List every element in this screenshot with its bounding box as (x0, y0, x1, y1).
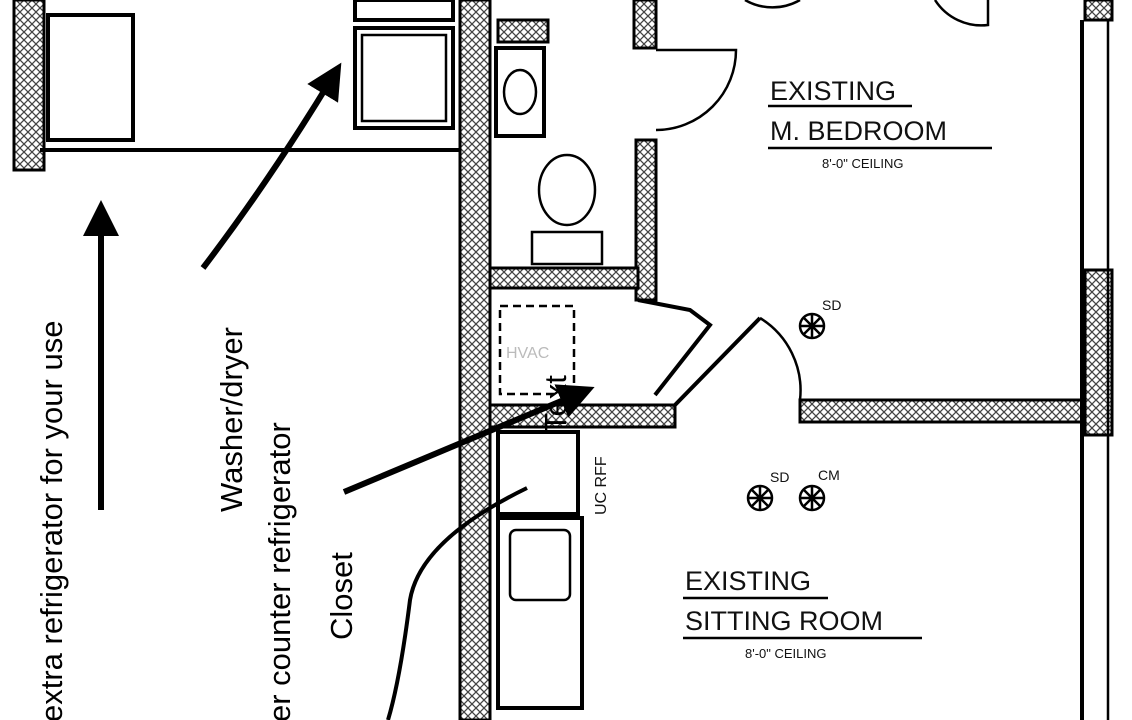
sitting-ceiling-label: 8'-0" CEILING (745, 646, 827, 661)
co-monitor-icon (798, 484, 826, 512)
kitchen-sink (508, 528, 572, 602)
sitting-label-line1: EXISTING (685, 566, 811, 596)
curve-under-counter-fridge (386, 486, 528, 720)
annotation-text: Text (538, 375, 573, 432)
annotation-extra-refrigerator: extra refrigerator for your use (34, 321, 69, 720)
counter (496, 516, 584, 710)
hvac-label: HVAC (506, 345, 549, 362)
bedroom-label-line2: M. BEDROOM (770, 116, 947, 146)
hvac-box (498, 304, 576, 396)
bedroom-ceiling-label: 8'-0" CEILING (822, 156, 904, 171)
appliance-top (353, 0, 455, 22)
sitting-label-line2: SITTING ROOM (685, 606, 883, 636)
smoke-detector-icon (798, 312, 826, 340)
electrical-panel-box (46, 13, 135, 142)
bedroom-door-arc (759, 316, 802, 401)
arrow-washer-dryer (200, 62, 342, 270)
closet-door (637, 298, 713, 397)
wall-bedroom-bottom (798, 398, 1092, 424)
wall-center (458, 0, 492, 720)
arrow-closet (342, 384, 595, 495)
wall-small (496, 18, 550, 44)
washer-dryer-unit (353, 26, 455, 130)
toilet (537, 153, 597, 227)
uc-rff-label: UC RFF (593, 456, 610, 515)
bath-door-swing (655, 48, 738, 132)
toilet-tank (530, 230, 604, 266)
wall-left-upper (12, 0, 46, 172)
bedroom-door-leaf (673, 316, 762, 407)
uc-refrigerator (496, 430, 580, 516)
annotation-washer-dryer: Washer/dryer (214, 327, 249, 512)
wall-bath-bottom (488, 266, 640, 290)
washer-dryer-inner (360, 33, 448, 123)
sink-basin (502, 68, 538, 116)
annotation-closet: Closet (324, 552, 359, 640)
sd-label-2: SD (770, 469, 789, 485)
sd-label-1: SD (822, 297, 841, 313)
wall-bath-top (632, 0, 658, 50)
bedroom-label-line1: EXISTING (770, 76, 896, 106)
cm-label: CM (818, 467, 840, 483)
bedroom-door-swing (744, 0, 990, 27)
annotation-under-counter-refrigerator: er counter refrigerator (262, 422, 297, 720)
smoke-detector-icon (746, 484, 774, 512)
wall-right-top (1083, 0, 1114, 22)
